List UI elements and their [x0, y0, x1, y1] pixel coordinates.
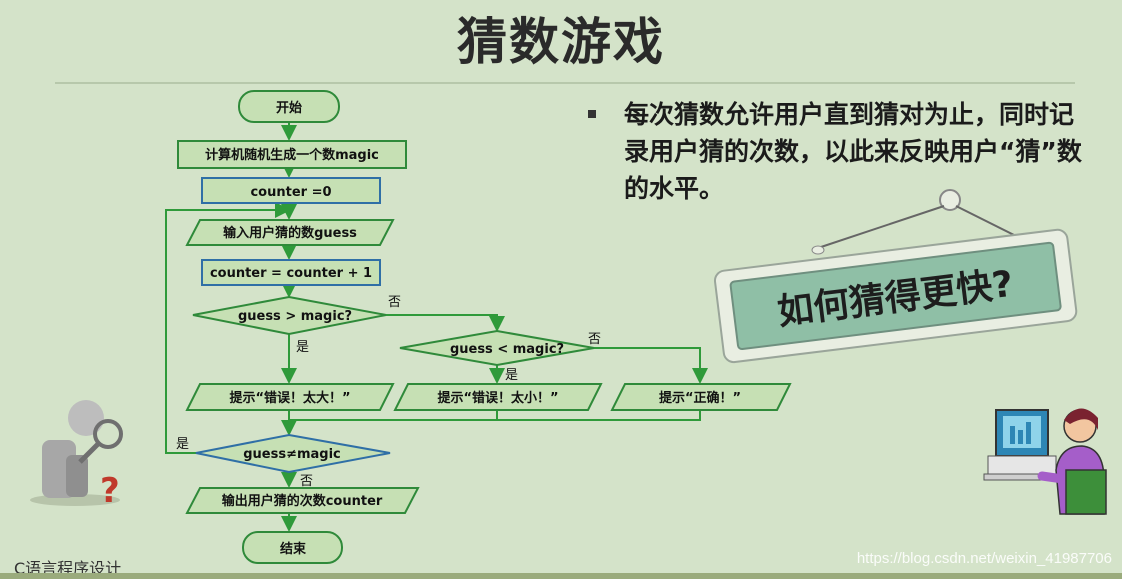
- output-count-label: 输出用户猜的次数counter: [222, 493, 383, 509]
- hint-too-small-box: 提示“错误！太小！”: [393, 383, 603, 411]
- bullet-square-icon: [588, 110, 596, 118]
- lt-yes-label: 是: [505, 368, 518, 383]
- init-counter-label: counter =0: [250, 185, 331, 200]
- page-title: 猜数游戏: [457, 13, 665, 71]
- lt-no-label: 否: [588, 332, 601, 347]
- end-terminal: 结束: [242, 531, 343, 564]
- input-guess-box: 输入用户猜的数guess: [185, 219, 395, 246]
- computer-user-icon: [983, 408, 1107, 515]
- start-label: 开始: [276, 100, 302, 116]
- increment-counter-box: counter = counter + 1: [201, 259, 381, 286]
- end-label: 结束: [280, 541, 307, 557]
- gt-yes-label: 是: [296, 340, 309, 355]
- ne-no-label: 否: [300, 474, 313, 489]
- generate-magic-box: 计算机随机生成一个数magic: [177, 140, 407, 169]
- title-divider: [55, 82, 1075, 84]
- cond-less-diamond: guess < magic?: [399, 329, 595, 367]
- input-guess-label: 输入用户猜的数guess: [223, 225, 357, 241]
- flow-edges: [165, 122, 708, 532]
- init-counter-box: counter =0: [201, 177, 381, 204]
- cond-not-equal-label: guess≠magic: [243, 447, 341, 462]
- hint-too-small-label: 提示“错误！太小！”: [437, 390, 558, 406]
- source-watermark: https://blog.csdn.net/weixin_41987706: [856, 550, 1112, 567]
- increment-counter-label: counter = counter + 1: [210, 266, 372, 281]
- hint-correct-box: 提示“正确！”: [610, 383, 792, 411]
- gt-no-label: 否: [388, 295, 401, 310]
- generate-magic-label: 计算机随机生成一个数magic: [205, 147, 379, 163]
- hint-too-big-label: 提示“错误！太大！”: [229, 390, 350, 406]
- output-count-box: 输出用户猜的次数counter: [185, 487, 420, 514]
- start-terminal: 开始: [238, 90, 340, 123]
- bottom-bar: [0, 573, 1122, 579]
- description-text: 每次猜数允许用户直到猜对为止，同时记录用户猜的次数，以此来反映用户“猜”数的水平…: [624, 100, 1082, 203]
- cond-greater-label: guess > magic?: [238, 309, 352, 324]
- thinking-person-icon: ?: [30, 400, 123, 511]
- svg-text:?: ?: [100, 471, 120, 511]
- cond-less-label: guess < magic?: [450, 342, 564, 357]
- cond-not-equal-diamond: guess≠magic: [195, 433, 391, 474]
- hint-too-big-box: 提示“错误！太大！”: [185, 383, 395, 411]
- hanging-sign: 如何猜得更快?: [713, 189, 1078, 364]
- hint-correct-label: 提示“正确！”: [659, 390, 741, 406]
- cond-greater-diamond: guess > magic?: [192, 295, 387, 336]
- ne-yes-label: 是: [176, 437, 189, 452]
